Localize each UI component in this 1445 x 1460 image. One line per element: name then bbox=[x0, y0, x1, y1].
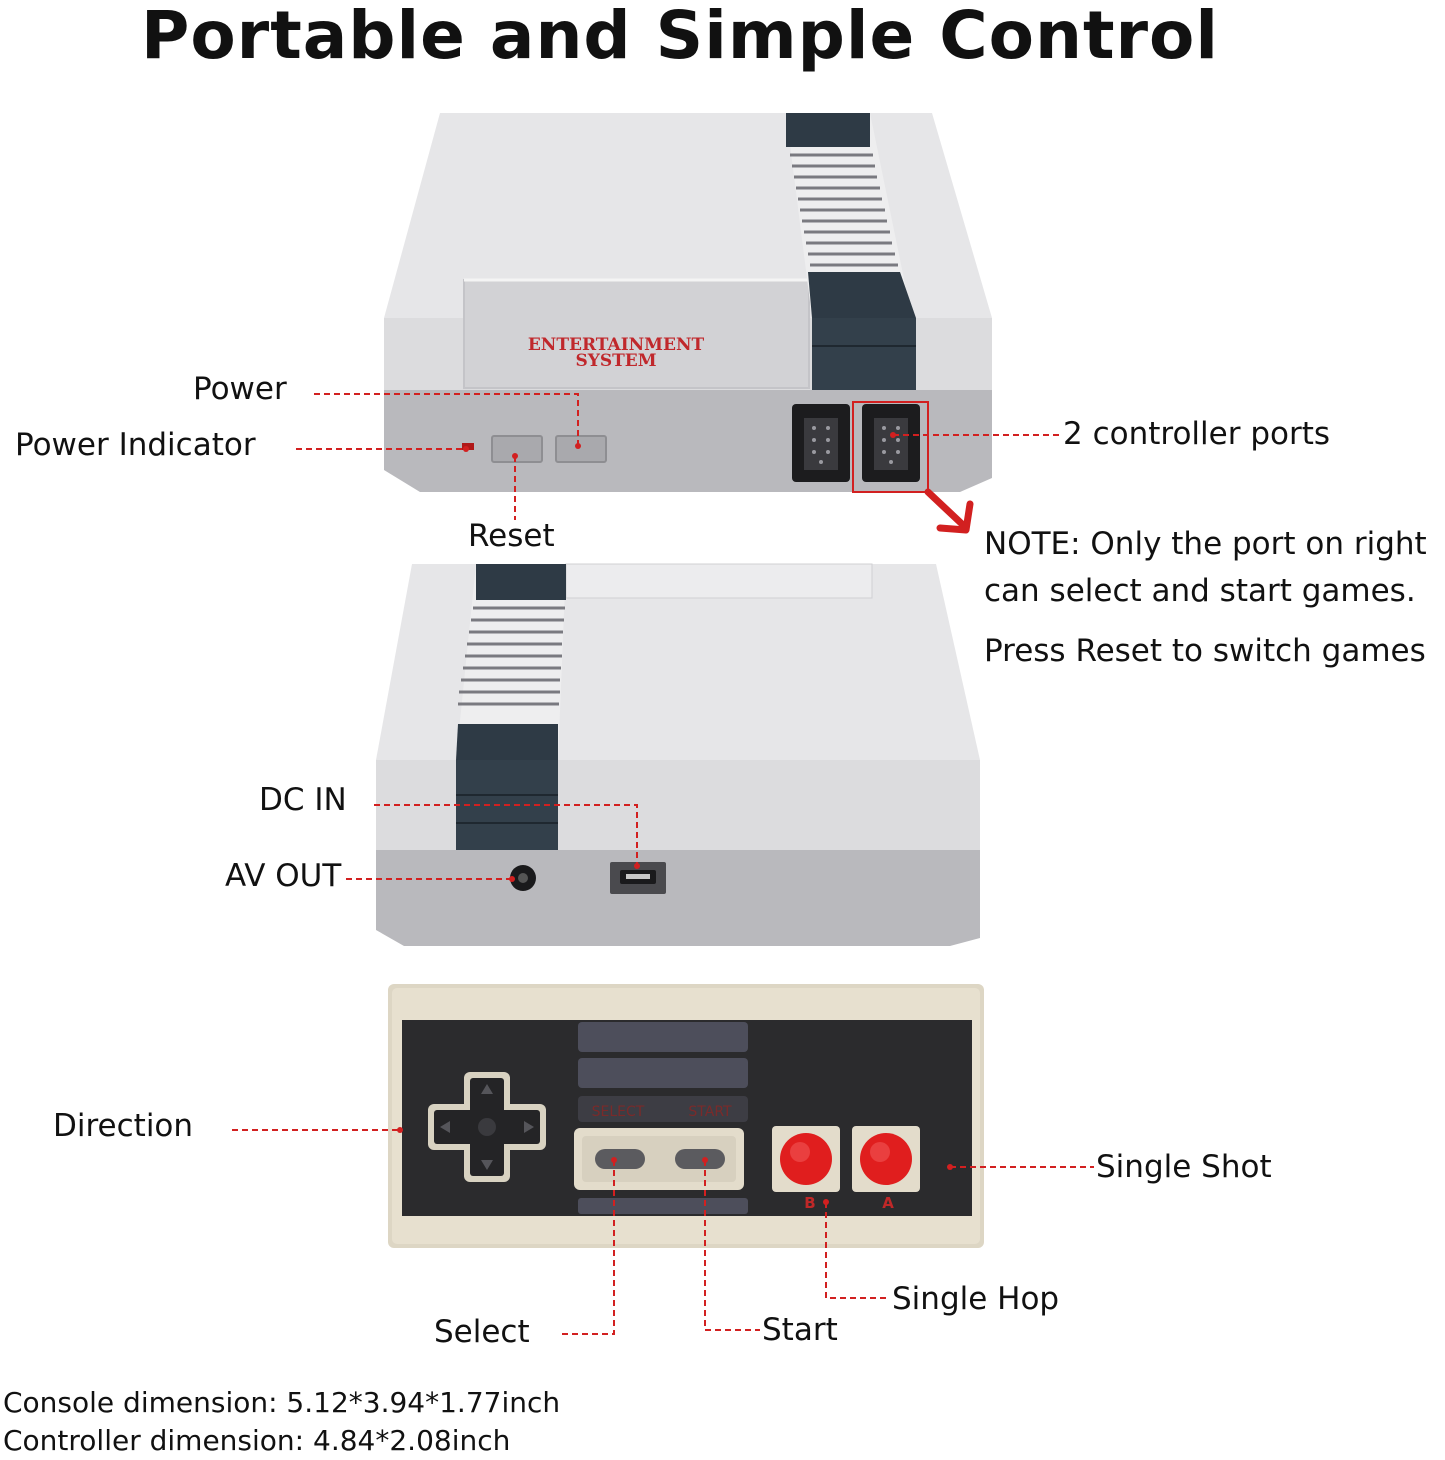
console-dimension: Console dimension: 5.12*3.94*1.77inch bbox=[3, 1386, 561, 1419]
label-select: Select bbox=[434, 1314, 530, 1350]
label-single-shot: Single Shot bbox=[1096, 1149, 1272, 1185]
a-print: A bbox=[882, 1194, 894, 1212]
label-av-out: AV OUT bbox=[225, 858, 342, 894]
console-front bbox=[384, 113, 992, 493]
label-power-indicator: Power Indicator bbox=[15, 427, 256, 463]
controller-leaders bbox=[232, 1129, 1094, 1335]
note-line-3: Press Reset to switch games bbox=[984, 633, 1426, 669]
controller-dimension: Controller dimension: 4.84*2.08inch bbox=[3, 1424, 511, 1457]
start-print: START bbox=[688, 1104, 732, 1120]
label-power: Power bbox=[193, 371, 287, 407]
label-single-hop: Single Hop bbox=[892, 1281, 1060, 1317]
label-direction: Direction bbox=[53, 1108, 194, 1144]
console-back bbox=[376, 563, 980, 946]
label-controller-ports: 2 controller ports bbox=[1063, 416, 1331, 452]
label-dc-in: DC IN bbox=[259, 782, 347, 818]
select-print: SELECT bbox=[592, 1104, 645, 1120]
note-line-1: NOTE: Only the port on right bbox=[984, 526, 1427, 562]
console-back-leaders bbox=[346, 804, 638, 880]
entertainment-badge: ENTERTAINMENT bbox=[528, 335, 705, 355]
console-front-leaders bbox=[296, 393, 1062, 520]
note-arrow-icon bbox=[924, 488, 974, 534]
b-print: B bbox=[804, 1194, 815, 1212]
controller bbox=[388, 984, 984, 1248]
system-badge: SYSTEM bbox=[575, 351, 656, 371]
label-start: Start bbox=[762, 1312, 838, 1348]
note-line-2: can select and start games. bbox=[984, 573, 1416, 609]
page-title: Portable and Simple Control bbox=[140, 0, 1220, 74]
label-reset: Reset bbox=[468, 518, 555, 554]
